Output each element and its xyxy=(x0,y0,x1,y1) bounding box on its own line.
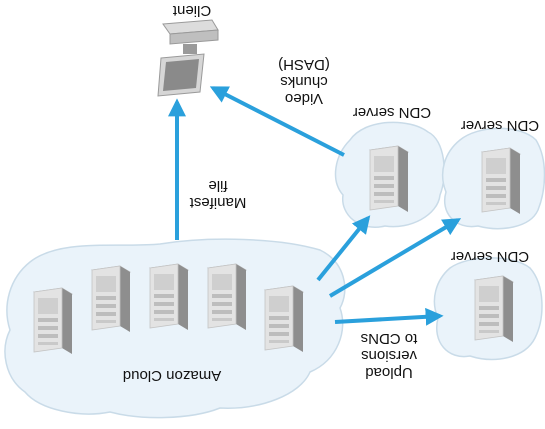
upload-arrow-2 xyxy=(328,218,462,298)
cdn-server-1-label: CDN server xyxy=(352,104,432,121)
manifest-label: Manifest file xyxy=(180,177,256,211)
upload-line: Upload xyxy=(365,364,413,381)
server-tower-icon xyxy=(474,275,514,343)
video-chunks-line: (DASH) xyxy=(278,56,330,73)
cdn-server-3-label: CDN server xyxy=(450,248,530,265)
amazon-cloud-label: Amazon Cloud xyxy=(122,367,222,384)
video-chunks-line: Video xyxy=(284,90,324,107)
amazon-cloud xyxy=(4,238,346,419)
video-chunks-arrow xyxy=(209,86,345,157)
manifest-line: file xyxy=(208,177,228,194)
server-tower-icon xyxy=(369,145,409,213)
server-tower-icon xyxy=(481,147,521,215)
server-tower-icon xyxy=(33,287,73,355)
client-label: Client xyxy=(172,2,212,19)
desktop-monitor-icon xyxy=(157,19,219,97)
upload-line: to CDNs xyxy=(360,330,418,347)
server-tower-icon xyxy=(207,263,247,331)
video-chunks-line: chunks xyxy=(280,73,328,90)
server-tower-icon xyxy=(149,263,189,331)
upload-label: Upload versions to CDNs xyxy=(352,330,426,381)
upload-arrow-3 xyxy=(334,307,444,326)
server-tower-icon xyxy=(264,285,304,353)
manifest-line: Manifest xyxy=(189,194,247,211)
server-tower-icon xyxy=(91,265,131,333)
upload-line: versions xyxy=(361,347,417,364)
cdn-server-2-label: CDN server xyxy=(460,117,540,134)
video-chunks-label: Video chunks (DASH) xyxy=(272,56,336,107)
upload-arrow-1 xyxy=(316,215,371,282)
